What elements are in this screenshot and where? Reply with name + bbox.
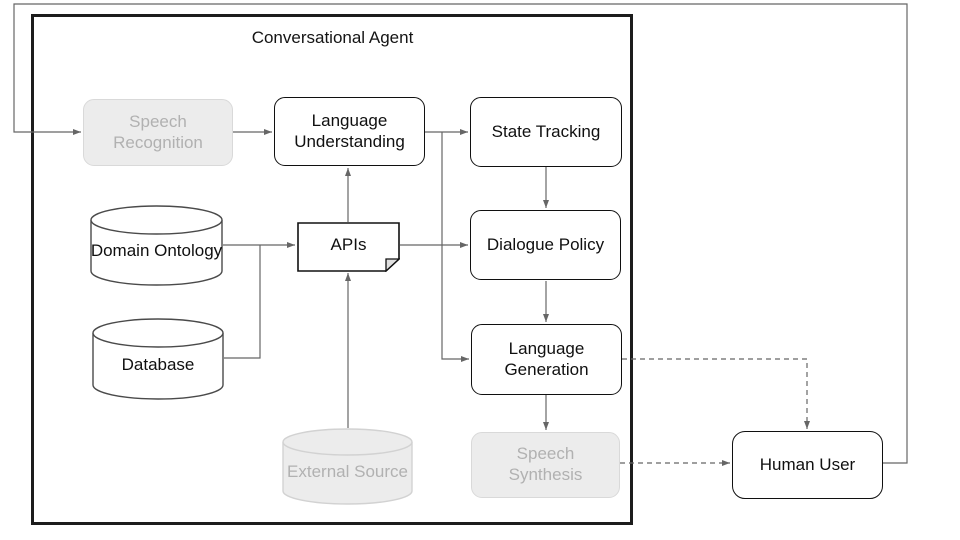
node-language-generation: Language Generation <box>471 324 622 395</box>
edge-language-understanding-to-language-generation <box>441 132 469 362</box>
node-domain-ontology: Domain Ontology <box>90 205 223 286</box>
edge-language-generation-to-human-user <box>622 358 810 429</box>
edge-database-to-apis <box>224 245 261 359</box>
node-label: Speech Recognition <box>113 111 203 152</box>
node-external-source: External Source <box>282 428 413 505</box>
node-speech-recognition: Speech Recognition <box>83 99 233 166</box>
node-apis: APIs <box>297 222 400 272</box>
node-language-understanding: Language Understanding <box>274 97 425 166</box>
conversational-agent-container <box>31 14 633 525</box>
node-label: Dialogue Policy <box>486 234 605 254</box>
node-label: APIs <box>330 235 367 254</box>
node-dialogue-policy: Dialogue Policy <box>470 210 621 280</box>
edge-human-user-to-speech-recognition <box>13 3 908 464</box>
node-label: Domain Ontology <box>90 241 223 261</box>
node-speech-synthesis: Speech Synthesis <box>471 432 620 498</box>
cylinder-shape <box>92 318 224 400</box>
node-label: Language Generation <box>504 338 589 379</box>
node-human-user: Human User <box>732 431 883 499</box>
node-label: Human User <box>759 454 856 474</box>
node-label: Database <box>121 354 195 374</box>
node-label: Language Understanding <box>294 110 405 151</box>
node-database: Database <box>92 318 224 400</box>
node-label: Speech Synthesis <box>508 444 583 484</box>
node-label: State Tracking <box>491 121 601 141</box>
node-label: External Source <box>287 462 408 482</box>
diagram-title: Conversational Agent <box>251 28 414 47</box>
cylinder-shape <box>282 428 413 505</box>
document-shape <box>297 222 400 272</box>
cylinder-shape <box>90 205 223 286</box>
node-state-tracking: State Tracking <box>470 97 622 167</box>
